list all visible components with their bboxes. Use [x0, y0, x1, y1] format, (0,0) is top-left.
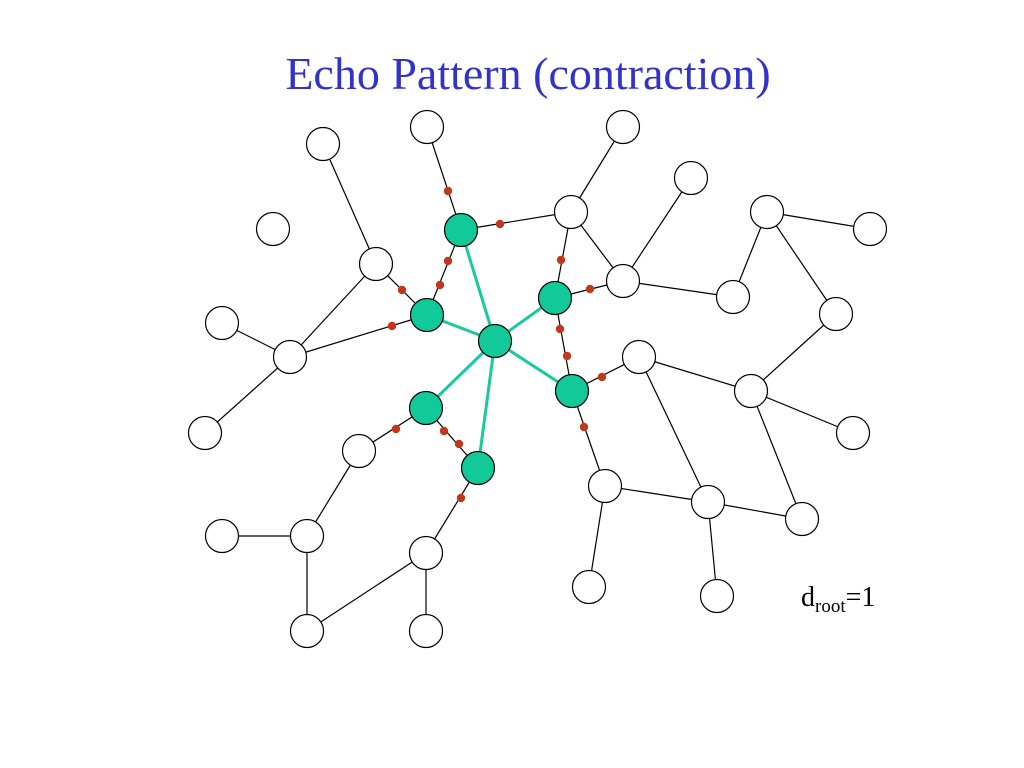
active-graph-node: [409, 297, 445, 333]
passive-graph-node: [187, 415, 223, 451]
passive-graph-node: [305, 126, 341, 162]
echo-message-dot: [439, 426, 449, 436]
graph-edge: [766, 211, 837, 315]
active-graph-node: [477, 323, 513, 359]
passive-graph-node: [835, 415, 871, 451]
graph-edge: [604, 485, 709, 503]
passive-graph-node: [605, 263, 641, 299]
passive-graph-node: [408, 535, 444, 571]
echo-message-dot: [579, 422, 589, 432]
slide-title: Echo Pattern (contraction): [285, 48, 771, 99]
passive-graph-node: [289, 518, 325, 554]
echo-message-dot: [585, 284, 595, 294]
echo-message-dot: [454, 439, 464, 449]
passive-graph-node: [605, 109, 641, 145]
passive-graph-node: [818, 296, 854, 332]
graph-edge: [204, 356, 291, 434]
passive-graph-node: [553, 194, 589, 230]
echo-message-dot: [456, 493, 466, 503]
graph-edge: [622, 177, 692, 282]
passive-graph-node: [749, 194, 785, 230]
echo-message-dot: [556, 255, 566, 265]
echo-message-dot: [397, 285, 407, 295]
root-distance-subscript: root: [815, 596, 846, 617]
passive-graph-node: [784, 501, 820, 537]
passive-graph-node: [571, 569, 607, 605]
graph-edge: [306, 552, 427, 632]
active-graph-node: [460, 450, 496, 486]
passive-graph-node: [621, 339, 657, 375]
echo-message-dot: [555, 324, 565, 334]
active-graph-node: [537, 280, 573, 316]
graph-edge: [750, 390, 803, 520]
echo-message-dot: [562, 351, 572, 361]
passive-graph-node: [408, 613, 444, 649]
spanning-tree-edge: [476, 340, 497, 469]
passive-graph-node: [272, 339, 308, 375]
passive-graph-node: [341, 433, 377, 469]
passive-graph-node: [409, 109, 445, 145]
echo-message-dot: [597, 372, 607, 382]
spanning-tree-edge: [459, 229, 497, 342]
passive-graph-node: [852, 211, 888, 247]
graph-edge: [322, 143, 377, 265]
active-graph-node: [443, 212, 479, 248]
graph-edge: [638, 356, 752, 392]
echo-message-dot: [495, 219, 505, 229]
root-distance-value: =1: [845, 582, 876, 613]
passive-graph-node: [204, 305, 240, 341]
echo-message-dot: [391, 424, 401, 434]
graph-edge: [638, 356, 709, 503]
passive-graph-node: [204, 518, 240, 554]
graph-edge: [622, 280, 734, 298]
passive-graph-node: [587, 468, 623, 504]
graph-edge: [750, 313, 837, 392]
active-graph-node: [554, 373, 590, 409]
passive-graph-node: [673, 160, 709, 196]
graph-edge: [289, 314, 428, 358]
passive-graph-node: [733, 373, 769, 409]
passive-graph-node: [358, 246, 394, 282]
graph-edge: [766, 211, 871, 230]
echo-message-dot: [443, 256, 453, 266]
passive-graph-node: [289, 613, 325, 649]
graph-edge: [426, 126, 462, 231]
echo-message-dot: [443, 186, 453, 196]
graph-edge: [460, 211, 572, 231]
echo-message-dot: [387, 321, 397, 331]
graph-edge: [750, 390, 854, 434]
root-distance-base: d: [801, 582, 815, 613]
passive-graph-node: [715, 279, 751, 315]
active-graph-node: [408, 390, 444, 426]
passive-graph-node: [699, 578, 735, 614]
root-distance-label: droot=1: [801, 580, 875, 616]
passive-graph-node: [690, 484, 726, 520]
passive-graph-node: [255, 211, 291, 247]
graph-edge: [289, 263, 377, 358]
echo-message-dot: [435, 280, 445, 290]
